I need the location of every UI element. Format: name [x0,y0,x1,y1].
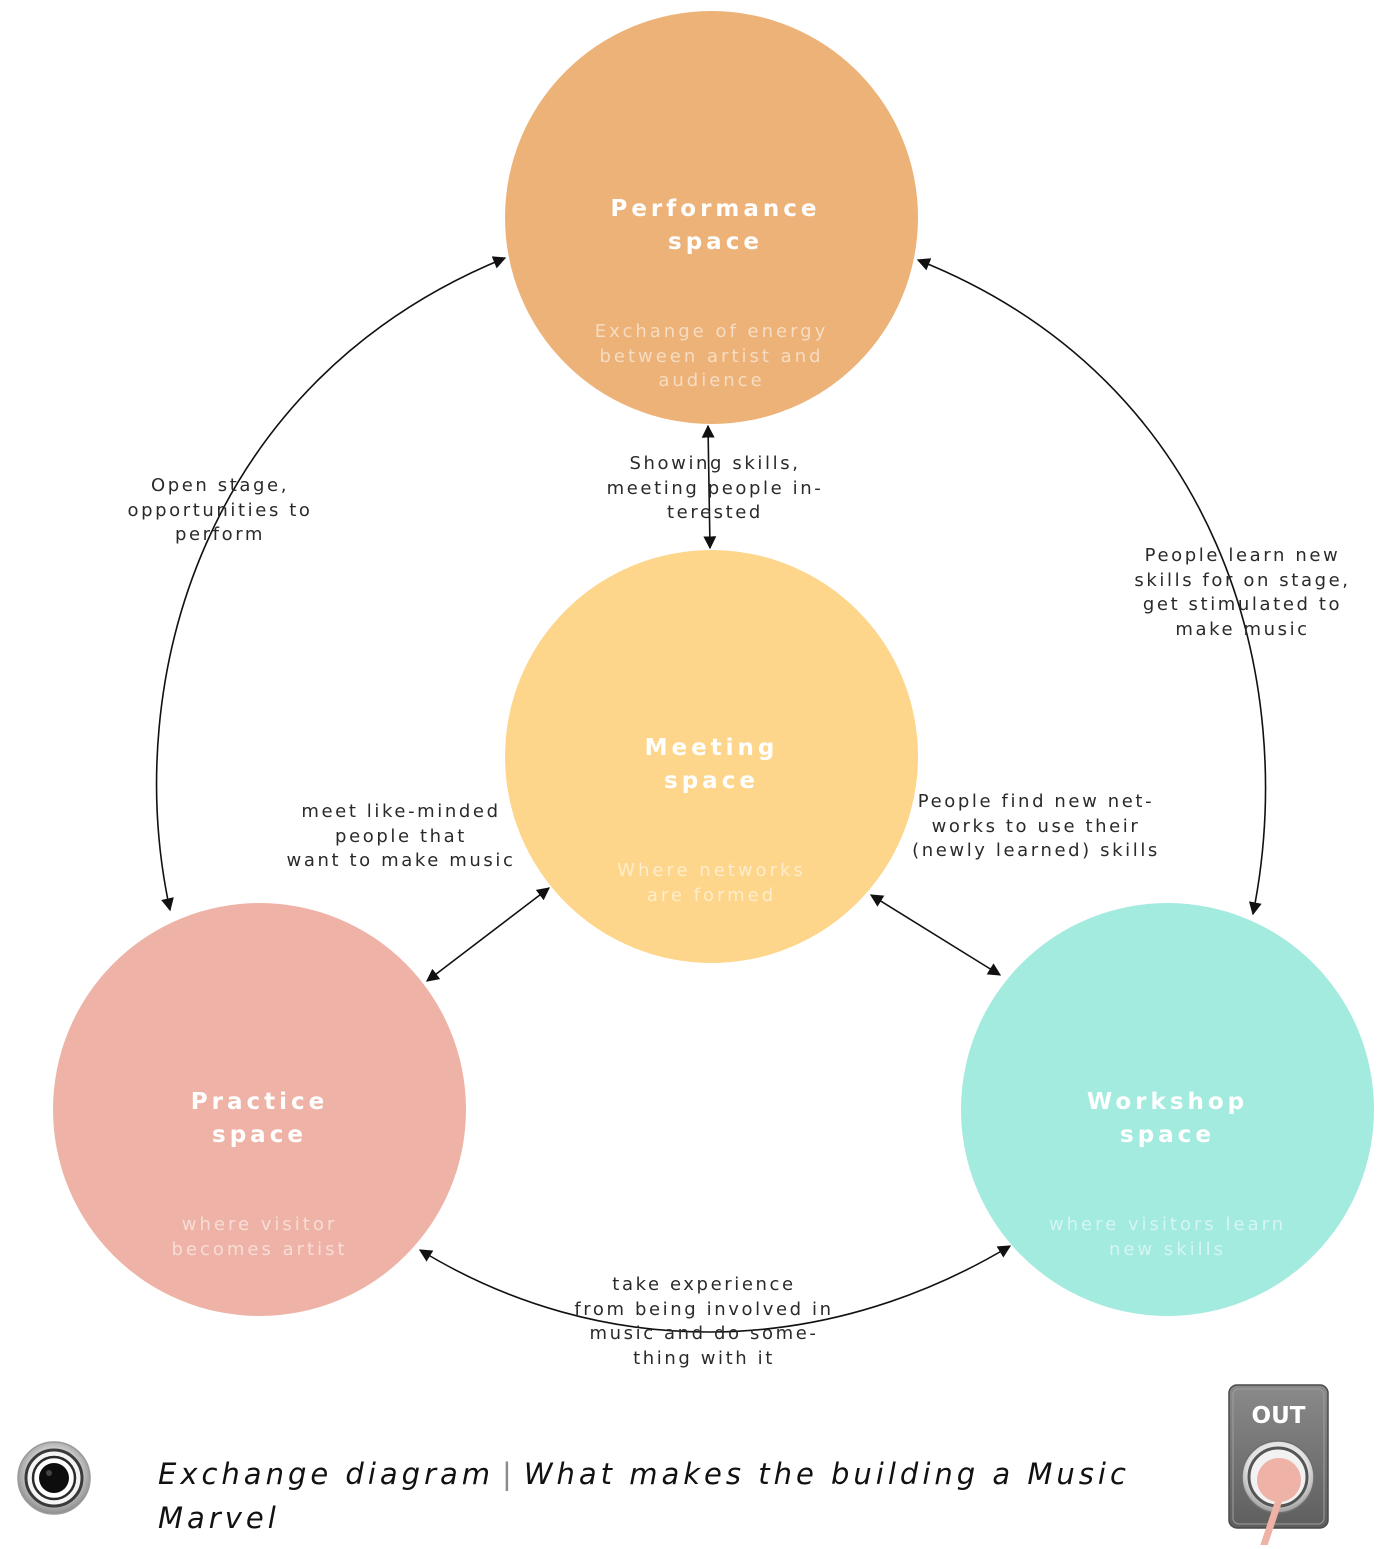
record-target-icon [17,1441,91,1515]
caption-separator: | [502,1457,516,1491]
caption-title: Exchange diagram [158,1457,495,1491]
arrow-meeting-workshop [869,894,1002,976]
performance-space-description: Exchange of energy between artist and au… [594,321,829,391]
practice-space-node: Practice space where visitor becomes art… [53,903,466,1316]
label-practice-performance: Open stage, opportunities to perform [127,475,313,545]
label-meeting-workshop: People find new net- works to use their … [912,791,1160,861]
arrow-performance-workshop [916,258,1267,916]
meeting-space-title: Meeting space [644,735,779,794]
workshop-space-title: Workshop space [1086,1089,1249,1148]
performance-space-node: Performance space Exchange of energy bet… [505,11,918,424]
workshop-space-description: where visitors learn new skills [1048,1214,1287,1260]
label-performance-meeting: Showing skills, meeting people in- teres… [606,453,824,523]
label-practice-workshop: take experience from being involved in m… [574,1274,834,1369]
arrow-practice-meeting [425,887,551,982]
arrow-practice-workshop [418,1245,1012,1333]
out-button[interactable]: OUT [1228,1384,1329,1549]
meeting-space-description: Where networks are formed [617,860,806,906]
arrow-performance-meeting [701,424,717,550]
record-target-button[interactable] [16,1440,92,1516]
label-performance-workshop: People learn new skills for on stage, ge… [1134,545,1351,640]
meeting-space-node: Meeting space Where networks are formed [505,550,918,963]
caption-subtitle: What makes the building a Music Marvel [158,1457,1130,1535]
workshop-space-node: Workshop space where visitors learn new … [961,903,1374,1316]
out-plug-icon: OUT [1228,1384,1329,1549]
practice-space-description: where visitor becomes artist [171,1214,348,1260]
out-label: OUT [1252,1403,1306,1429]
figure-caption: Exchange diagram|What makes the building… [158,1452,1158,1540]
arrow-practice-performance [155,256,507,912]
practice-space-title: Practice space [190,1089,329,1148]
performance-space-title: Performance space [610,196,821,255]
label-practice-meeting: meet like-minded people that want to mak… [286,801,516,871]
